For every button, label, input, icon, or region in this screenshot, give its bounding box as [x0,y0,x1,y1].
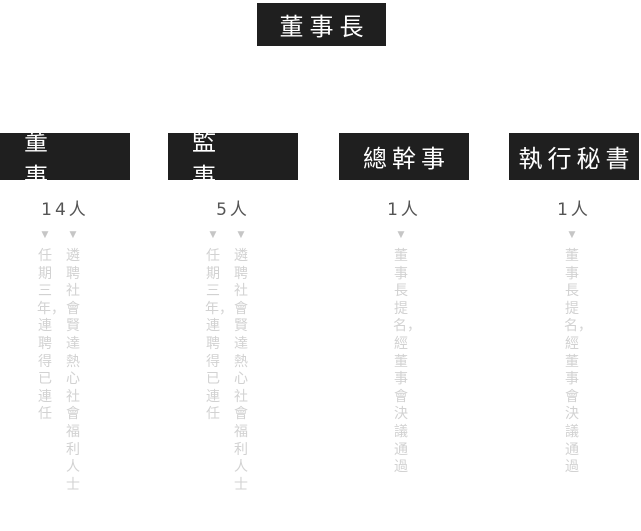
directors-count: 14人 [41,200,89,220]
executive-secretary-note-text: 董事長提名，經董事會決議通過 [564,248,592,476]
arrow-down-icon: ▼ [41,230,49,240]
supervisors-note-2-text: 遴聘社會賢達熱心社會福利人士 [234,248,248,493]
arrow-down-icon: ▼ [237,230,245,240]
chairman-label: 董事長 [279,13,370,41]
supervisors-count: 5人 [216,200,250,220]
arrow-down-icon: ▼ [397,230,405,240]
secretary-general-count: 1人 [387,200,421,220]
column-executive-secretary: 執行秘書 1人 ▼ 董事長提名，經董事會決議通過 [509,133,639,475]
supervisors-box: 監 事 [168,128,298,191]
executive-secretary-count: 1人 [557,200,591,220]
column-supervisors: 監 事 5人 ▼ 任期三年，連聘得已連任 ▼ 遴聘社會賢達熱心社會福利人士 [168,128,298,493]
secretary-general-box: 總幹事 [339,133,469,180]
column-directors: 董 事 14人 ▼ 任期三年，連聘得已連任 ▼ 遴聘社會賢達熱心社會福利人士 [0,128,130,493]
directors-note-2-text: 遴聘社會賢達熱心社會福利人士 [66,248,80,493]
secretary-general-note-text: 董事長提名，經董事會決議通過 [393,248,421,476]
directors-note-2: ▼ 遴聘社會賢達熱心社會福利人士 [65,230,81,494]
directors-note-1: ▼ 任期三年，連聘得已連任 [37,230,65,424]
directors-label: 董 事 [24,127,140,191]
arrow-down-icon: ▼ [209,230,217,240]
supervisors-note-2: ▼ 遴聘社會賢達熱心社會福利人士 [233,230,249,494]
arrow-down-icon: ▼ [568,230,576,240]
executive-secretary-box: 執行秘書 [509,133,639,180]
secretary-general-label: 總幹事 [363,145,450,173]
chairman-box: 董事長 [257,3,386,46]
column-secretary-general: 總幹事 1人 ▼ 董事長提名，經董事會決議通過 [339,133,469,475]
supervisors-label: 監 事 [192,127,308,191]
directors-note-1-text: 任期三年，連聘得已連任 [37,248,65,423]
supervisors-note-1: ▼ 任期三年，連聘得已連任 [205,230,233,424]
supervisors-note-1-text: 任期三年，連聘得已連任 [205,248,233,423]
executive-secretary-note: ▼ 董事長提名，經董事會決議通過 [564,230,592,477]
secretary-general-note: ▼ 董事長提名，經董事會決議通過 [393,230,421,477]
directors-box: 董 事 [0,128,130,191]
arrow-down-icon: ▼ [69,230,77,240]
executive-secretary-label: 執行秘書 [518,145,635,173]
